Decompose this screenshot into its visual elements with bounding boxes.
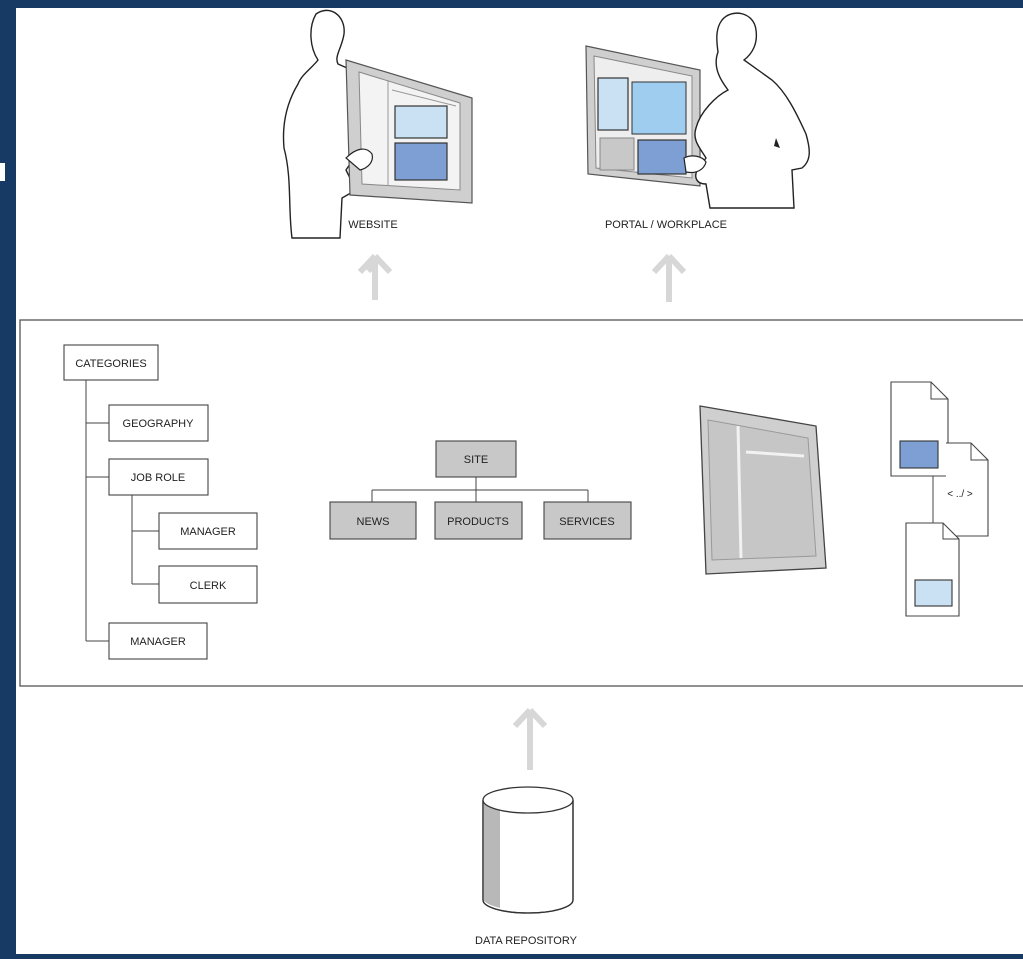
diagram-canvas: WEBSITE PORTAL / WORKPLACE CATEGORIES GE…	[16, 8, 1023, 954]
person-silhouette-left	[282, 9, 361, 239]
sitemap-node-services	[543, 501, 632, 540]
portal-panel-dark	[637, 139, 687, 175]
sitemap-node-services-label: SERVICES	[559, 516, 614, 528]
portal-illustration	[585, 12, 810, 209]
data-repository-icon	[482, 786, 574, 914]
portal-panel-light-1	[597, 77, 629, 131]
sitemap-node-site-label: SITE	[464, 454, 488, 466]
tree-node-geography	[108, 404, 209, 442]
sitemap-node-news-label: NEWS	[357, 516, 390, 528]
arrow-up-repository	[512, 707, 548, 770]
tree-node-categories	[63, 344, 159, 381]
site-map: SITE NEWS PRODUCTS SERVICES	[329, 440, 632, 540]
tree-node-categories-label: CATEGORIES	[75, 358, 146, 370]
portal-label: PORTAL / WORKPLACE	[605, 219, 727, 231]
tree-node-job-role	[108, 458, 209, 496]
arrow-up-portal	[651, 253, 687, 302]
tree-node-manager-sub-label: MANAGER	[180, 526, 236, 538]
person-silhouette-right	[694, 12, 810, 209]
sitemap-node-products	[434, 501, 523, 540]
portal-panel-light-2	[631, 81, 687, 135]
data-repository-label: DATA REPOSITORY	[475, 935, 578, 947]
sitemap-node-products-label: PRODUCTS	[447, 516, 509, 528]
website-light-panel	[394, 105, 448, 139]
tree-node-geography-label: GEOGRAPHY	[123, 418, 195, 430]
tree-node-manager-sub	[158, 512, 258, 550]
portal-panel-gray	[599, 137, 635, 171]
sitemap-node-news	[329, 501, 417, 540]
taxonomy-tree: CATEGORIES GEOGRAPHY JOB ROLE MANAGER CL…	[63, 344, 258, 660]
tree-node-job-role-label: JOB ROLE	[131, 472, 185, 484]
sitemap-node-site	[435, 440, 517, 478]
arrow-up-website	[357, 253, 393, 300]
website-label: WEBSITE	[348, 219, 398, 231]
tree-node-clerk	[158, 565, 258, 604]
page-template-illustration	[699, 405, 827, 575]
website-illustration	[282, 9, 473, 239]
slide-edge-marker	[0, 163, 5, 181]
website-dark-panel	[394, 142, 448, 181]
tree-node-clerk-label: CLERK	[190, 580, 227, 592]
tree-node-manager-label: MANAGER	[130, 636, 186, 648]
tree-node-manager	[108, 622, 208, 660]
content-documents: < ../ >	[890, 381, 989, 617]
document-code-label: < ../ >	[947, 489, 973, 500]
architecture-diagram: WEBSITE PORTAL / WORKPLACE CATEGORIES GE…	[19, 9, 1023, 947]
